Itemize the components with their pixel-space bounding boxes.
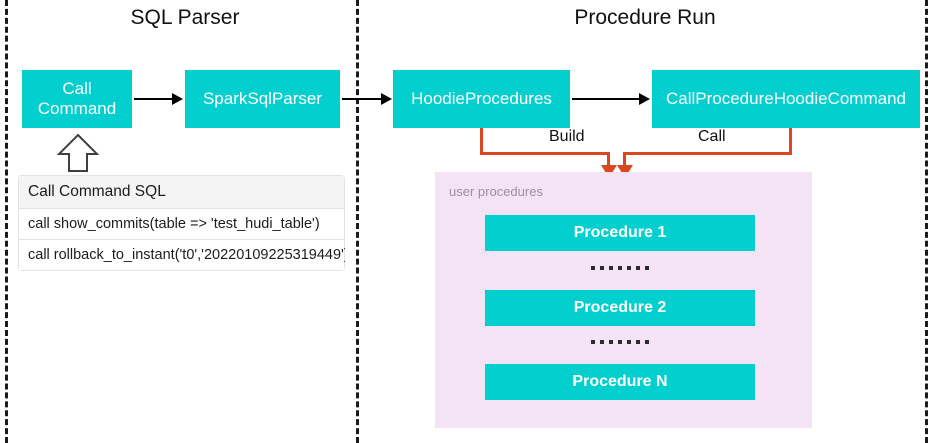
procedure-item[interactable]: Procedure 1 xyxy=(485,215,755,251)
section-title-procedure-run: Procedure Run xyxy=(574,6,716,29)
ellipsis-separator xyxy=(485,335,755,349)
user-procedures-panel: user procedures Procedure 1 Procedure 2 … xyxy=(435,172,812,428)
sql-table-row: call rollback_to_instant('t0','202201092… xyxy=(18,239,345,271)
node-call-command-line1: Call xyxy=(62,79,92,99)
call-command-sql-table: Call Command SQL call show_commits(table… xyxy=(18,175,345,271)
arrow-right-icon xyxy=(172,93,183,105)
section-divider-middle xyxy=(356,0,359,443)
ellipsis-separator xyxy=(485,261,755,275)
node-spark-sql-parser[interactable]: SparkSqlParser xyxy=(185,70,340,128)
procedure-item[interactable]: Procedure 2 xyxy=(485,290,755,326)
edge-label-call: Call xyxy=(694,128,730,146)
section-divider-left xyxy=(5,0,8,443)
connector-call-drop xyxy=(623,152,626,168)
edge-label-build: Build xyxy=(545,128,589,146)
user-procedures-label: user procedures xyxy=(449,184,543,199)
connector-build-horizontal xyxy=(480,152,610,155)
connector-build-drop xyxy=(607,152,610,168)
arrow-spark-parser-to-hoodie-procedures xyxy=(342,98,382,100)
arrow-right-icon xyxy=(381,93,392,105)
node-call-command-line2: Command xyxy=(37,99,117,118)
hollow-up-arrow-icon xyxy=(57,133,99,172)
sql-table-row: call show_commits(table => 'test_hudi_ta… xyxy=(18,208,345,240)
arrow-right-icon xyxy=(639,93,650,105)
sql-table-header: Call Command SQL xyxy=(18,175,345,209)
node-call-procedure-hoodie-command[interactable]: CallProcedureHoodieCommand xyxy=(652,70,920,128)
node-hoodie-procedures[interactable]: HoodieProcedures xyxy=(393,70,570,128)
connector-call-horizontal xyxy=(623,152,792,155)
arrow-call-command-to-spark-parser xyxy=(134,98,174,100)
arrow-hoodie-procedures-to-call-procedure-command xyxy=(572,98,640,100)
section-title-sql-parser: SQL Parser xyxy=(130,6,240,29)
connector-call-vertical xyxy=(789,128,792,155)
section-divider-right xyxy=(925,0,928,443)
procedure-item[interactable]: Procedure N xyxy=(485,364,755,400)
connector-build-vertical xyxy=(480,128,483,155)
node-call-command[interactable]: Call Command xyxy=(22,70,132,128)
